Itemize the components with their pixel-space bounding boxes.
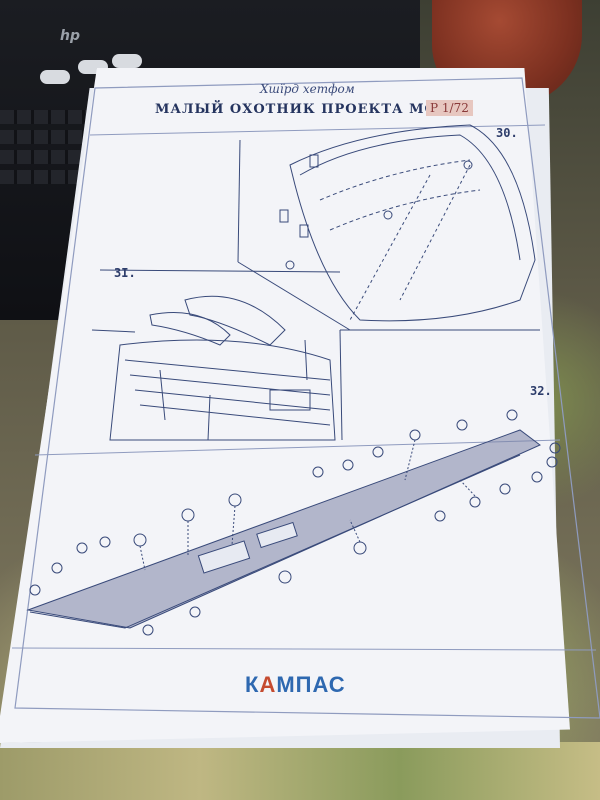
laptop-logo: hp: [60, 28, 80, 44]
step-number-32: 32.: [530, 384, 552, 398]
step-31-drawing: [91, 269, 540, 441]
footer-divider: [11, 647, 597, 651]
sheet-frame: [14, 77, 600, 719]
step-32-drawing: [26, 409, 561, 636]
scale-badge: P 1/72: [426, 100, 473, 116]
keyboard-row: [0, 110, 110, 124]
header-divider: [89, 124, 546, 136]
brand-compass-mark: А: [259, 672, 277, 697]
laptop-key: [112, 54, 142, 68]
designer-name: Хшїрд хетфом: [260, 82, 355, 96]
kompas-logo: КАМПАС: [245, 672, 346, 698]
step-number-30: 30.: [496, 126, 518, 140]
brand-text-left: К: [245, 672, 260, 697]
model-title: МАЛЫЙ ОХОТНИК ПРОЕКТА МО-4: [155, 102, 454, 117]
step-number-31: 3I.: [114, 266, 136, 280]
laptop-key: [40, 70, 70, 84]
brand-text-right: МПАС: [276, 672, 346, 697]
step-30-drawing: [237, 124, 536, 331]
table-cloth: [0, 742, 600, 800]
